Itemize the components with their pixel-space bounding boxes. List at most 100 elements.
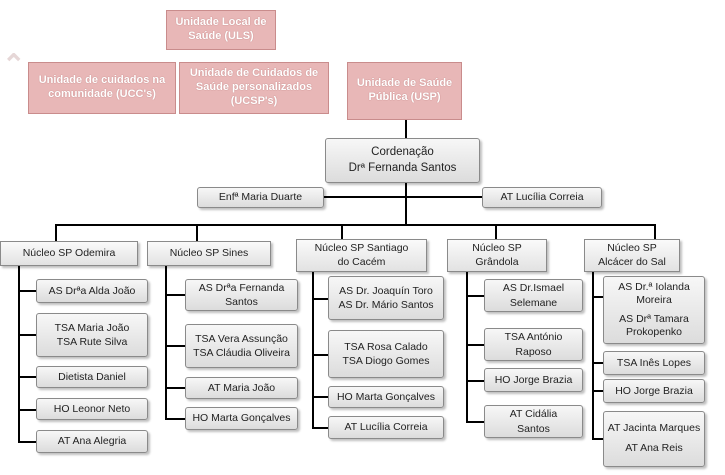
staff-name: TSA Diogo Gomes <box>342 355 430 367</box>
side-left-label: Enfª Maria Duarte <box>218 191 303 204</box>
branch-line <box>165 266 167 419</box>
staff-name: HO Jorge Brazia <box>494 373 573 386</box>
nucleo-header-text: Núcleo SP Santiago <box>314 241 409 254</box>
staff-box: HO Jorge Brazia <box>484 368 583 392</box>
staff-box: TSA Inês Lopes <box>603 351 705 375</box>
branch-tick <box>18 441 36 443</box>
branch-line <box>18 266 20 442</box>
ucsp-box: Unidade de Cuidados de Saúde personaliza… <box>179 62 329 114</box>
staff-name: TSA Rute Silva <box>56 336 128 348</box>
staff-box: HO Leonor Neto <box>36 398 148 420</box>
staff-name: AT Cidália <box>509 408 558 421</box>
usp-label: Unidade de Saúde Pública (USP) <box>356 77 453 103</box>
staff-name: Raposo <box>515 345 552 358</box>
nucleo-header-odemira: Núcleo SP Odemira <box>0 241 138 266</box>
staff-box: AS Dr.ª Iolanda Moreira AS Drª Tamara Pr… <box>603 276 705 344</box>
staff-name: AS Dr. Mário Santos <box>338 299 434 311</box>
staff-name: TSA Rosa Calado <box>344 340 428 353</box>
branch-tick <box>466 421 484 423</box>
branch-tick <box>466 295 484 297</box>
staff-name: Moreira <box>636 293 672 306</box>
connector-line <box>495 224 497 239</box>
staff-name: TSA Inês Lopes <box>616 356 692 369</box>
staff-name: Selemane <box>509 296 558 309</box>
nucleo-header-text: Núcleo SP <box>607 241 657 254</box>
branch-tick <box>165 387 185 389</box>
branch-line <box>592 272 594 440</box>
staff-name: TSA Cláudia Oliveira <box>193 347 290 359</box>
connector-line <box>654 224 656 239</box>
staff-box: Dietista Daniel <box>36 366 148 388</box>
nucleo-header-sines: Núcleo SP Sines <box>147 241 271 266</box>
ucc-box: Unidade de cuidados na comunidade (UCC's… <box>28 62 176 114</box>
staff-name: TSA Vera Assunção <box>195 332 288 345</box>
staff-name: TSA Maria João <box>54 321 130 334</box>
branch-tick <box>312 298 328 300</box>
side-box-right: AT Lucília Correia <box>482 187 602 208</box>
staff-name: AT Jacinta Marques <box>607 422 701 435</box>
usp-box: Unidade de Saúde Pública (USP) <box>347 62 462 120</box>
staff-box: HO Jorge Brazia <box>603 379 705 403</box>
branch-tick <box>312 427 328 429</box>
staff-name: HO Jorge Brazia <box>615 384 693 397</box>
uls-box: Unidade Local de Saúde (ULS) <box>166 10 276 50</box>
branch-tick <box>18 290 36 292</box>
connector-line <box>405 183 407 225</box>
connector-line <box>196 224 198 241</box>
branch-tick <box>592 390 604 392</box>
coordenacao-title: Cordenação <box>371 145 434 158</box>
ucsp-label: Unidade de Cuidados de Saúde personaliza… <box>189 67 319 107</box>
staff-box: HO Marta Gonçalves <box>185 407 298 430</box>
nucleo-header-text: Núcleo SP Sines <box>169 246 249 259</box>
staff-name: AS Dr.ª Iolanda <box>618 280 690 293</box>
nucleo-header-text: Núcleo SP Odemira <box>22 246 116 259</box>
branch-tick <box>165 345 185 347</box>
nucleo-header-text: do Cacém <box>337 255 386 268</box>
staff-name: AT Maria João <box>207 381 276 394</box>
branch-line <box>312 272 314 428</box>
connector-line <box>341 224 343 239</box>
staff-name: Prokopenko <box>625 326 683 339</box>
branch-tick <box>165 418 185 420</box>
nucleo-header-text: Alcácer do Sal <box>598 255 666 268</box>
staff-name: AT Ana Reis <box>625 442 683 454</box>
staff-name: TSA António <box>504 331 563 344</box>
side-box-left: Enfª Maria Duarte <box>197 187 324 208</box>
branch-tick <box>312 396 328 398</box>
staff-name: AS Dr.Ismael <box>502 282 565 295</box>
coordenacao-name: Drª Fernanda Santos <box>348 161 457 174</box>
uls-label: Unidade Local de Saúde (ULS) <box>175 16 267 42</box>
staff-name: Santos <box>517 422 550 435</box>
staff-name: HO Leonor Neto <box>53 402 131 415</box>
staff-box: AS Drªa Alda João <box>36 279 148 303</box>
staff-name: HO Marta Gonçalves <box>192 412 291 425</box>
branch-tick <box>165 294 185 296</box>
staff-name: AS Drªa Alda João <box>48 284 136 297</box>
staff-name: AT Lucília Correia <box>344 421 428 434</box>
staff-name: AS Drªa Fernanda <box>198 281 285 294</box>
connector-line <box>324 196 482 198</box>
branch-tick <box>18 409 36 411</box>
branch-line <box>466 272 468 422</box>
connector-line <box>55 224 654 226</box>
branch-tick <box>312 354 328 356</box>
staff-name: Santos <box>225 296 258 308</box>
staff-name: HO Marta Gonçalves <box>336 390 436 403</box>
branch-tick <box>18 376 36 378</box>
staff-box: AT Ana Alegria <box>36 430 148 453</box>
staff-box: AT Maria João <box>185 377 298 399</box>
staff-box: AT Jacinta Marques AT Ana Reis <box>603 411 705 467</box>
branch-tick <box>592 296 604 298</box>
side-right-label: AT Lucília Correia <box>500 191 584 204</box>
connector-line <box>405 120 407 138</box>
branch-tick <box>592 438 604 440</box>
staff-name: AT Ana Alegria <box>57 435 127 448</box>
ucc-label: Unidade de cuidados na comunidade (UCC's… <box>38 74 166 100</box>
